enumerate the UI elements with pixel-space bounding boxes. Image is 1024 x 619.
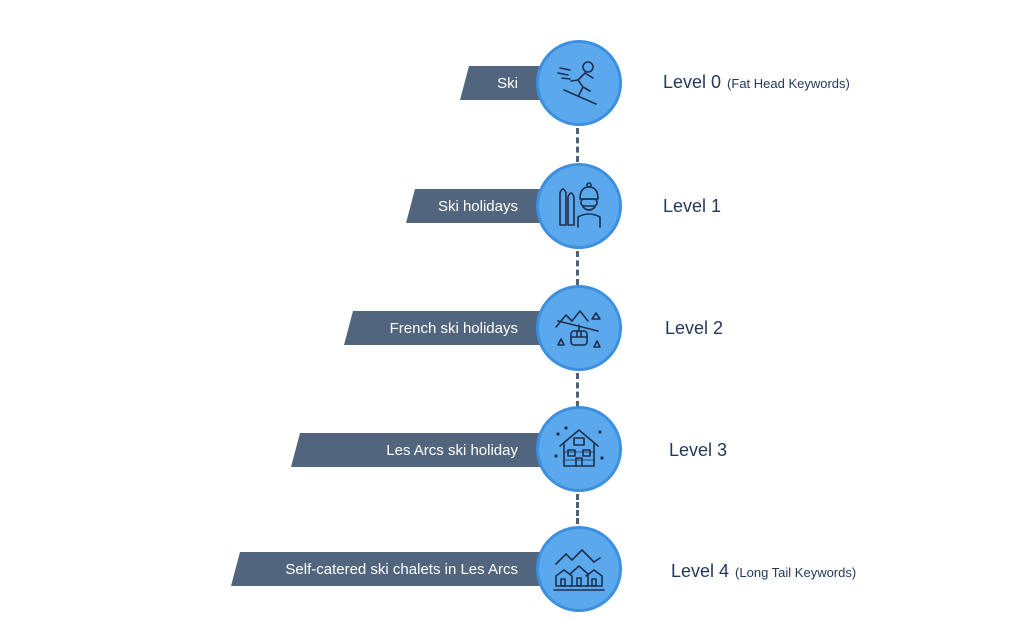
keyword-label: French ski holidays [389, 319, 518, 337]
level-note: (Long Tail Keywords) [735, 565, 857, 580]
keyword-banner-level-3: Les Arcs ski holiday [291, 433, 580, 467]
connector-3-4 [576, 494, 579, 524]
level-name: Level 2 [665, 318, 724, 338]
connector-2-3 [576, 373, 579, 407]
level-2-circle [536, 285, 622, 371]
level-3-circle [536, 406, 622, 492]
level-3-label: Level 3 [669, 440, 727, 461]
level-4-label: Level 4 (Long Tail Keywords) [671, 561, 856, 582]
keyword-label: Les Arcs ski holiday [386, 441, 518, 459]
level-note: (Fat Head Keywords) [727, 76, 850, 91]
keyword-banner-level-4: Self-catered ski chalets in Les Arcs [231, 552, 580, 586]
level-0-label: Level 0 (Fat Head Keywords) [663, 72, 850, 93]
level-4-circle [536, 526, 622, 612]
level-name: Level 1 [663, 196, 722, 216]
level-name: Level 3 [669, 440, 728, 460]
level-1-circle [536, 163, 622, 249]
level-name: Level 0 [663, 72, 722, 92]
snowy-chalet-icon [554, 426, 604, 467]
skier-with-skis-icon [559, 182, 601, 228]
cable-car-mountains-icon [555, 310, 601, 348]
keyword-label: Self-catered ski chalets in Les Arcs [285, 560, 518, 578]
level-1-label: Level 1 [663, 196, 721, 217]
connector-0-1 [576, 128, 579, 162]
level-2-label: Level 2 [665, 318, 723, 339]
level-name: Level 4 [671, 561, 730, 581]
chalet-village-icon [553, 549, 605, 591]
level-0-circle [536, 40, 622, 126]
keyword-label: Ski holidays [437, 197, 518, 215]
connector-1-2 [576, 251, 579, 285]
skier-icon [557, 61, 597, 105]
keyword-label: Ski [497, 74, 518, 92]
